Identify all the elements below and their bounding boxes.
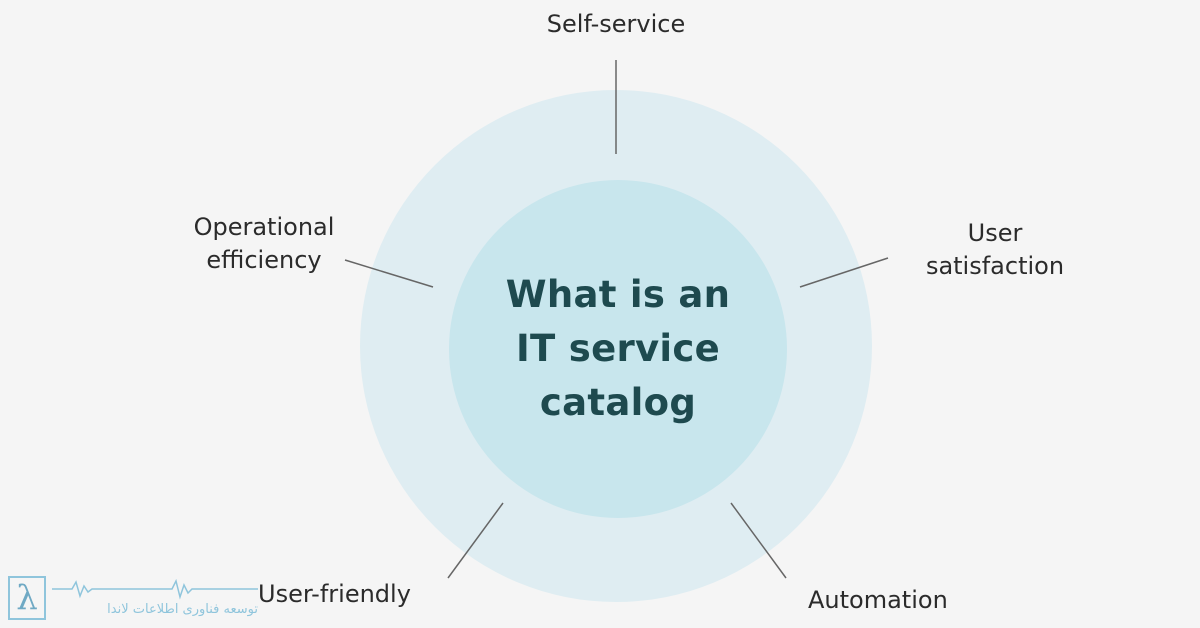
connector-operational-efficiency bbox=[344, 259, 434, 288]
label-user-satisfaction-line-1: User bbox=[967, 219, 1023, 247]
label-self-service-text: Self-service bbox=[546, 10, 686, 38]
label-automation-text: Automation bbox=[808, 586, 948, 614]
center-title-line-2: IT service bbox=[515, 327, 721, 370]
watermark: λ توسعه فناوری اطلاعات لاندا bbox=[8, 574, 258, 624]
center-title-line-3: catalog bbox=[539, 381, 697, 424]
label-operational-efficiency: Operational efficiency bbox=[172, 211, 356, 277]
watermark-text: توسعه فناوری اطلاعات لاندا bbox=[107, 602, 258, 617]
connector-user-satisfaction bbox=[799, 257, 889, 288]
watermark-wave-icon bbox=[52, 578, 258, 600]
inner-circle bbox=[449, 180, 787, 518]
label-user-satisfaction-line-2: satisfaction bbox=[925, 252, 1065, 280]
center-title-line-1: What is an bbox=[505, 273, 731, 316]
label-automation: Automation bbox=[808, 584, 948, 617]
label-operational-efficiency-line-1: Operational bbox=[193, 213, 335, 241]
label-self-service: Self-service bbox=[514, 8, 718, 41]
center-title: What is an IT service catalog bbox=[449, 180, 787, 518]
watermark-logo-icon: λ bbox=[8, 576, 46, 620]
label-user-friendly-text: User-friendly bbox=[258, 580, 411, 608]
connector-automation bbox=[730, 502, 787, 579]
label-user-satisfaction: User satisfaction bbox=[910, 217, 1080, 283]
connector-user-friendly bbox=[447, 502, 504, 579]
label-user-friendly: User-friendly bbox=[258, 578, 411, 611]
label-operational-efficiency-line-2: efficiency bbox=[206, 246, 322, 274]
